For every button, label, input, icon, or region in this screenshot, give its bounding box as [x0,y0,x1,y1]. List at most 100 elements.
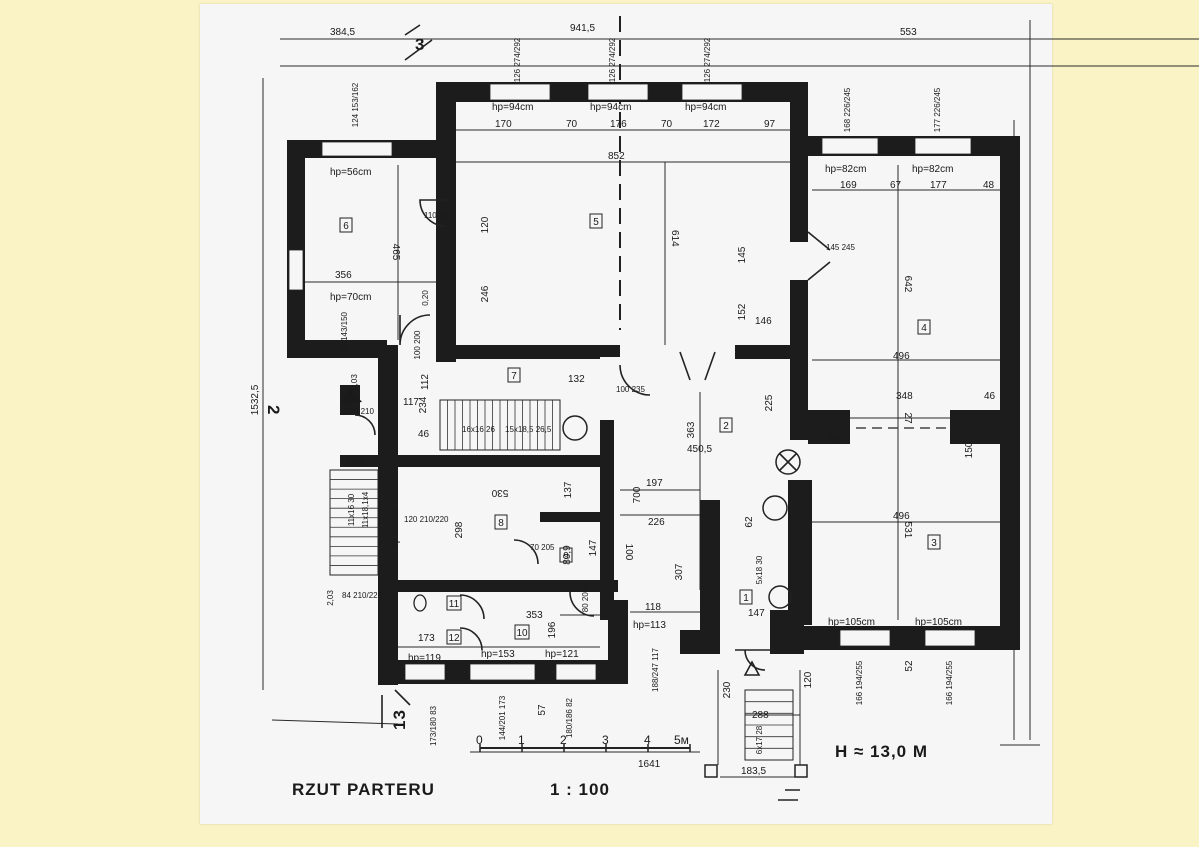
scale-tick-label: 5м [674,733,689,747]
height-note: H ≈ 13,0 M [835,742,928,761]
dimension: 531 [902,522,913,539]
window-note: 126 274/292 [703,37,712,82]
dimension: 700 [632,486,643,503]
window-note: 144/201 173 [498,695,507,740]
window-note: 166 194/255 [855,660,864,705]
dimension: 225 [764,394,775,411]
dimension: 57 [537,704,548,716]
drawing-title: RZUT PARTERU [292,780,435,799]
door-note: 80 205 [581,587,590,612]
dimension: 52 [904,660,915,672]
section-mark: 13 [390,709,409,730]
scale-tick-label: 3 [602,733,609,747]
window-note: 124 153/162 [351,82,360,127]
room-number: 2 [723,421,729,432]
hp-label: hp=56cm [330,167,371,178]
dimension: 146 [755,316,772,327]
dimension: 176 [610,119,627,130]
hp-label: hp=82cm [825,164,866,175]
hp-label: hp=113 [633,620,666,631]
dimension: 172 [703,119,720,130]
window-note: 126 274/292 [608,37,617,82]
hp-label: hp=82cm [912,164,953,175]
dim-top-mid: 941,5 [570,23,595,34]
dimension: 363 [686,421,697,438]
dimension: 496 [893,511,910,522]
dimension: 70 [661,119,673,130]
room-numbers: 5 6 4 3 7 2 8 9 10 11 12 1 [339,213,941,645]
stair-note: 11x16 30 [347,493,356,526]
dim-top-left: 384,5 [330,27,355,38]
dimension: 307 [674,563,685,580]
dimension: 106 [346,457,363,468]
interior-dimensions: 170 70 176 70 172 97 852 614 120 246 145… [326,119,996,777]
dimension: 132 [568,374,585,385]
dimension: 173 [418,633,435,644]
dimension: 145 [737,246,748,263]
room-number: 12 [448,633,460,644]
dimension: 120 [803,671,814,688]
dimension: 46 [828,435,840,446]
hp-label: hp=105cm [915,617,962,628]
room-number: 7 [511,371,517,382]
door-note: 84 210/220 [342,591,383,600]
door-note: 100 200 [413,330,422,359]
door-note: 70 205 [530,543,555,552]
dimension: 353 [526,610,543,621]
scale-tick-label: 4 [644,733,651,747]
dimension: 62 [744,516,755,528]
dimension: 118 [645,602,661,613]
dimension: 298 [454,521,465,538]
dimension: 170 [495,119,512,130]
hp-label: hp=153 [481,649,515,660]
dimension: 27 [902,412,913,424]
axis-lines [619,16,1010,429]
room-number: 9 [563,551,569,562]
hp-label: hp=94cm [590,102,631,113]
window-notes: 126 274/292 126 274/292 126 274/292 124 … [340,37,954,746]
dimension-lines [262,20,1199,778]
dimension: 183,5 [741,766,766,777]
window-note: 188/247 117 [651,648,660,692]
dimension: 642 [902,276,913,293]
window-note: 126 274/292 [513,37,522,82]
dimension: 147 [748,608,765,619]
stair-note: 15x18,5 26,5 [505,425,552,434]
window-note: 90 143/150 [340,311,349,352]
dimension: 112 [420,374,431,390]
dimension: 137 [563,481,574,498]
dimension: 177 [930,180,947,191]
dimension: 0,20 [421,290,430,306]
dimension: 2,03 [326,590,335,606]
dimension: 246 [480,285,491,302]
window-note: 180/186 82 [565,697,574,738]
scale-tick-label: 2 [560,733,567,747]
window-note: 166 194/255 [945,660,954,705]
dim-overall-width: 1641 [638,759,661,770]
hp-label: hp=94cm [492,102,533,113]
dimension: 97 [764,119,776,130]
dim-top-right: 553 [900,27,917,38]
stair-note: 5x18 30 [755,555,764,584]
dimension: 147 [588,539,599,556]
dimension: 46 [984,391,996,402]
parapet-heights: hp=94cm hp=94cm hp=94cm hp=56cm hp=70cm … [330,102,962,664]
hp-label: hp=105cm [828,617,875,628]
dimension: 0,03 [350,374,359,390]
stairs [329,399,808,778]
door-notes: 110 230 145 245 100 200 100 235 120 210/… [342,211,855,754]
stair-note: 16x16 26 [462,425,495,434]
dimension: 152 [737,303,748,320]
section-mark: 3 [415,35,425,54]
dimension: 496 [893,351,910,362]
section-markers: 3 2 13 [264,24,800,801]
dimension: 169 [840,180,857,191]
scale-tick-label: 0 [476,733,483,747]
dimension: 226 [648,517,665,528]
door-note: 100 235 [616,385,645,394]
dimension: 465 [390,244,401,261]
windows [288,83,976,681]
hp-label: hp=119 [408,653,441,664]
dimension: 150 [964,441,975,458]
